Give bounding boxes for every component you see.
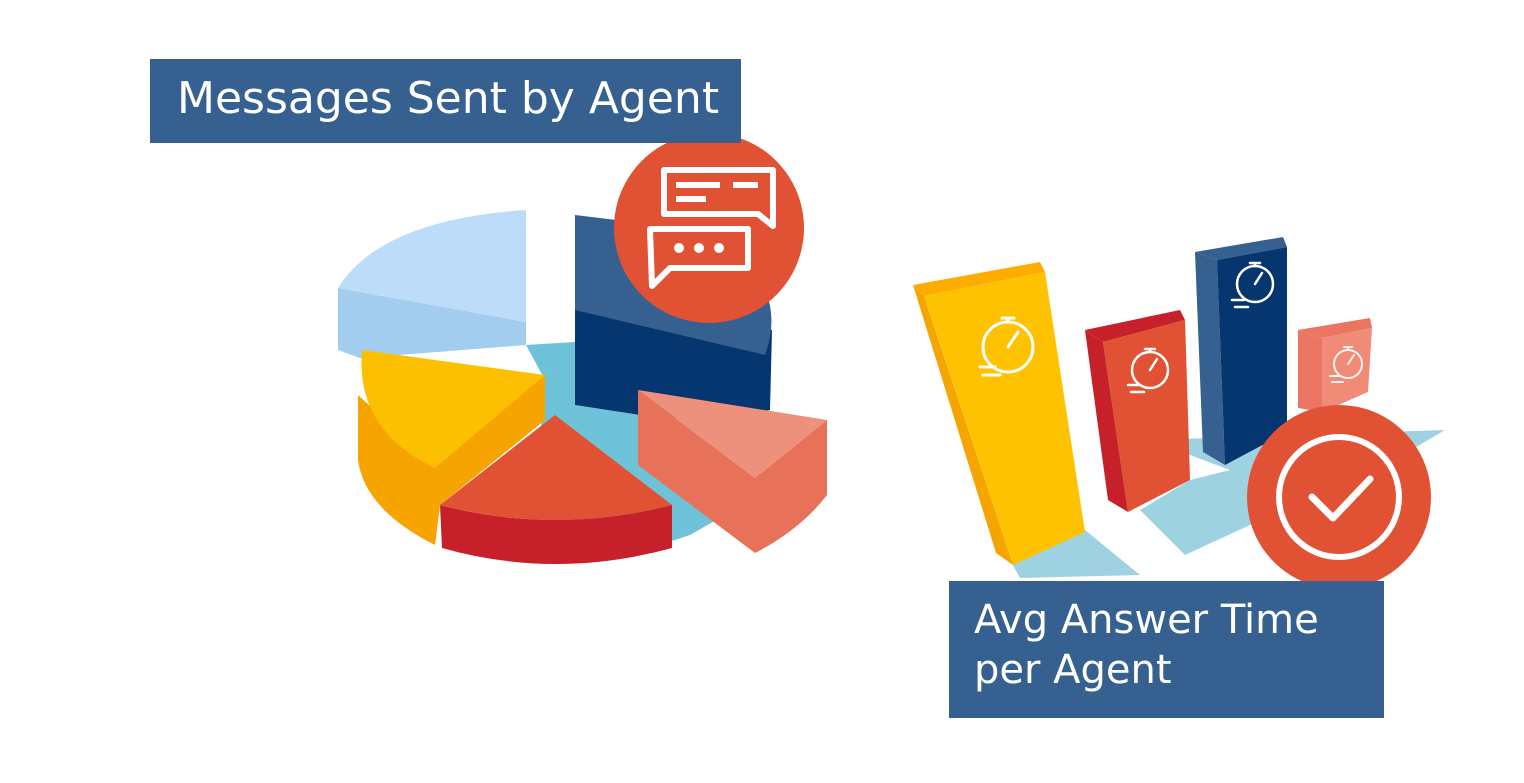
avg-answer-time-title: Avg Answer Time per Agent	[949, 581, 1384, 718]
bar-red	[1085, 310, 1190, 512]
messages-sent-title: Messages Sent by Agent	[150, 59, 741, 143]
checkmark-circle-icon	[1247, 405, 1431, 589]
avg-answer-time-title-line1: Avg Answer Time	[974, 597, 1319, 643]
pie-slice-light-blue	[338, 210, 526, 358]
pie-slice-red	[440, 415, 672, 564]
stopwatch-icon	[978, 316, 1035, 377]
bar-yellow	[913, 262, 1085, 565]
chat-bubbles-icon	[614, 133, 804, 323]
stopwatch-icon	[1329, 346, 1363, 383]
avg-answer-time-title-line2: per Agent	[974, 647, 1172, 693]
pie-slice-yellow	[358, 350, 545, 545]
stopwatch-icon	[1126, 347, 1170, 394]
bar-salmon	[1298, 318, 1372, 412]
bar-shadow-yellow	[1010, 530, 1140, 578]
bar-navy	[1195, 237, 1287, 465]
stopwatch-icon	[1230, 261, 1275, 309]
pie-slice-salmon	[638, 390, 827, 553]
